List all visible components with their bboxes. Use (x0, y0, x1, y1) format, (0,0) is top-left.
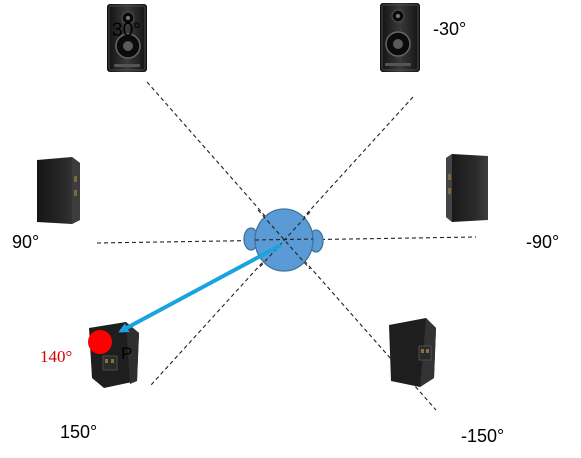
label-speaker-tag: P (121, 344, 133, 363)
speaker-rear-right (389, 318, 436, 387)
label-source-angle: 140° (40, 347, 73, 366)
speaker-front-right (380, 3, 420, 72)
label-150-degrees: 150° (60, 422, 98, 442)
source-position-dot (88, 330, 112, 354)
label-minus-90-degrees: -90° (526, 232, 560, 252)
label-minus-150-degrees: -150° (461, 426, 505, 446)
label-30-degrees: 30° (112, 20, 141, 41)
source-direction-arrow (118, 243, 282, 333)
speaker-side-left (37, 157, 80, 224)
axis-line-minus-30 (150, 96, 414, 386)
label-minus-30-degrees: -30° (433, 19, 467, 39)
speaker-front-left (107, 4, 147, 72)
reference-lines-over-head (254, 209, 314, 270)
speaker-side-right (446, 154, 488, 222)
label-90-degrees: 90° (12, 232, 40, 252)
